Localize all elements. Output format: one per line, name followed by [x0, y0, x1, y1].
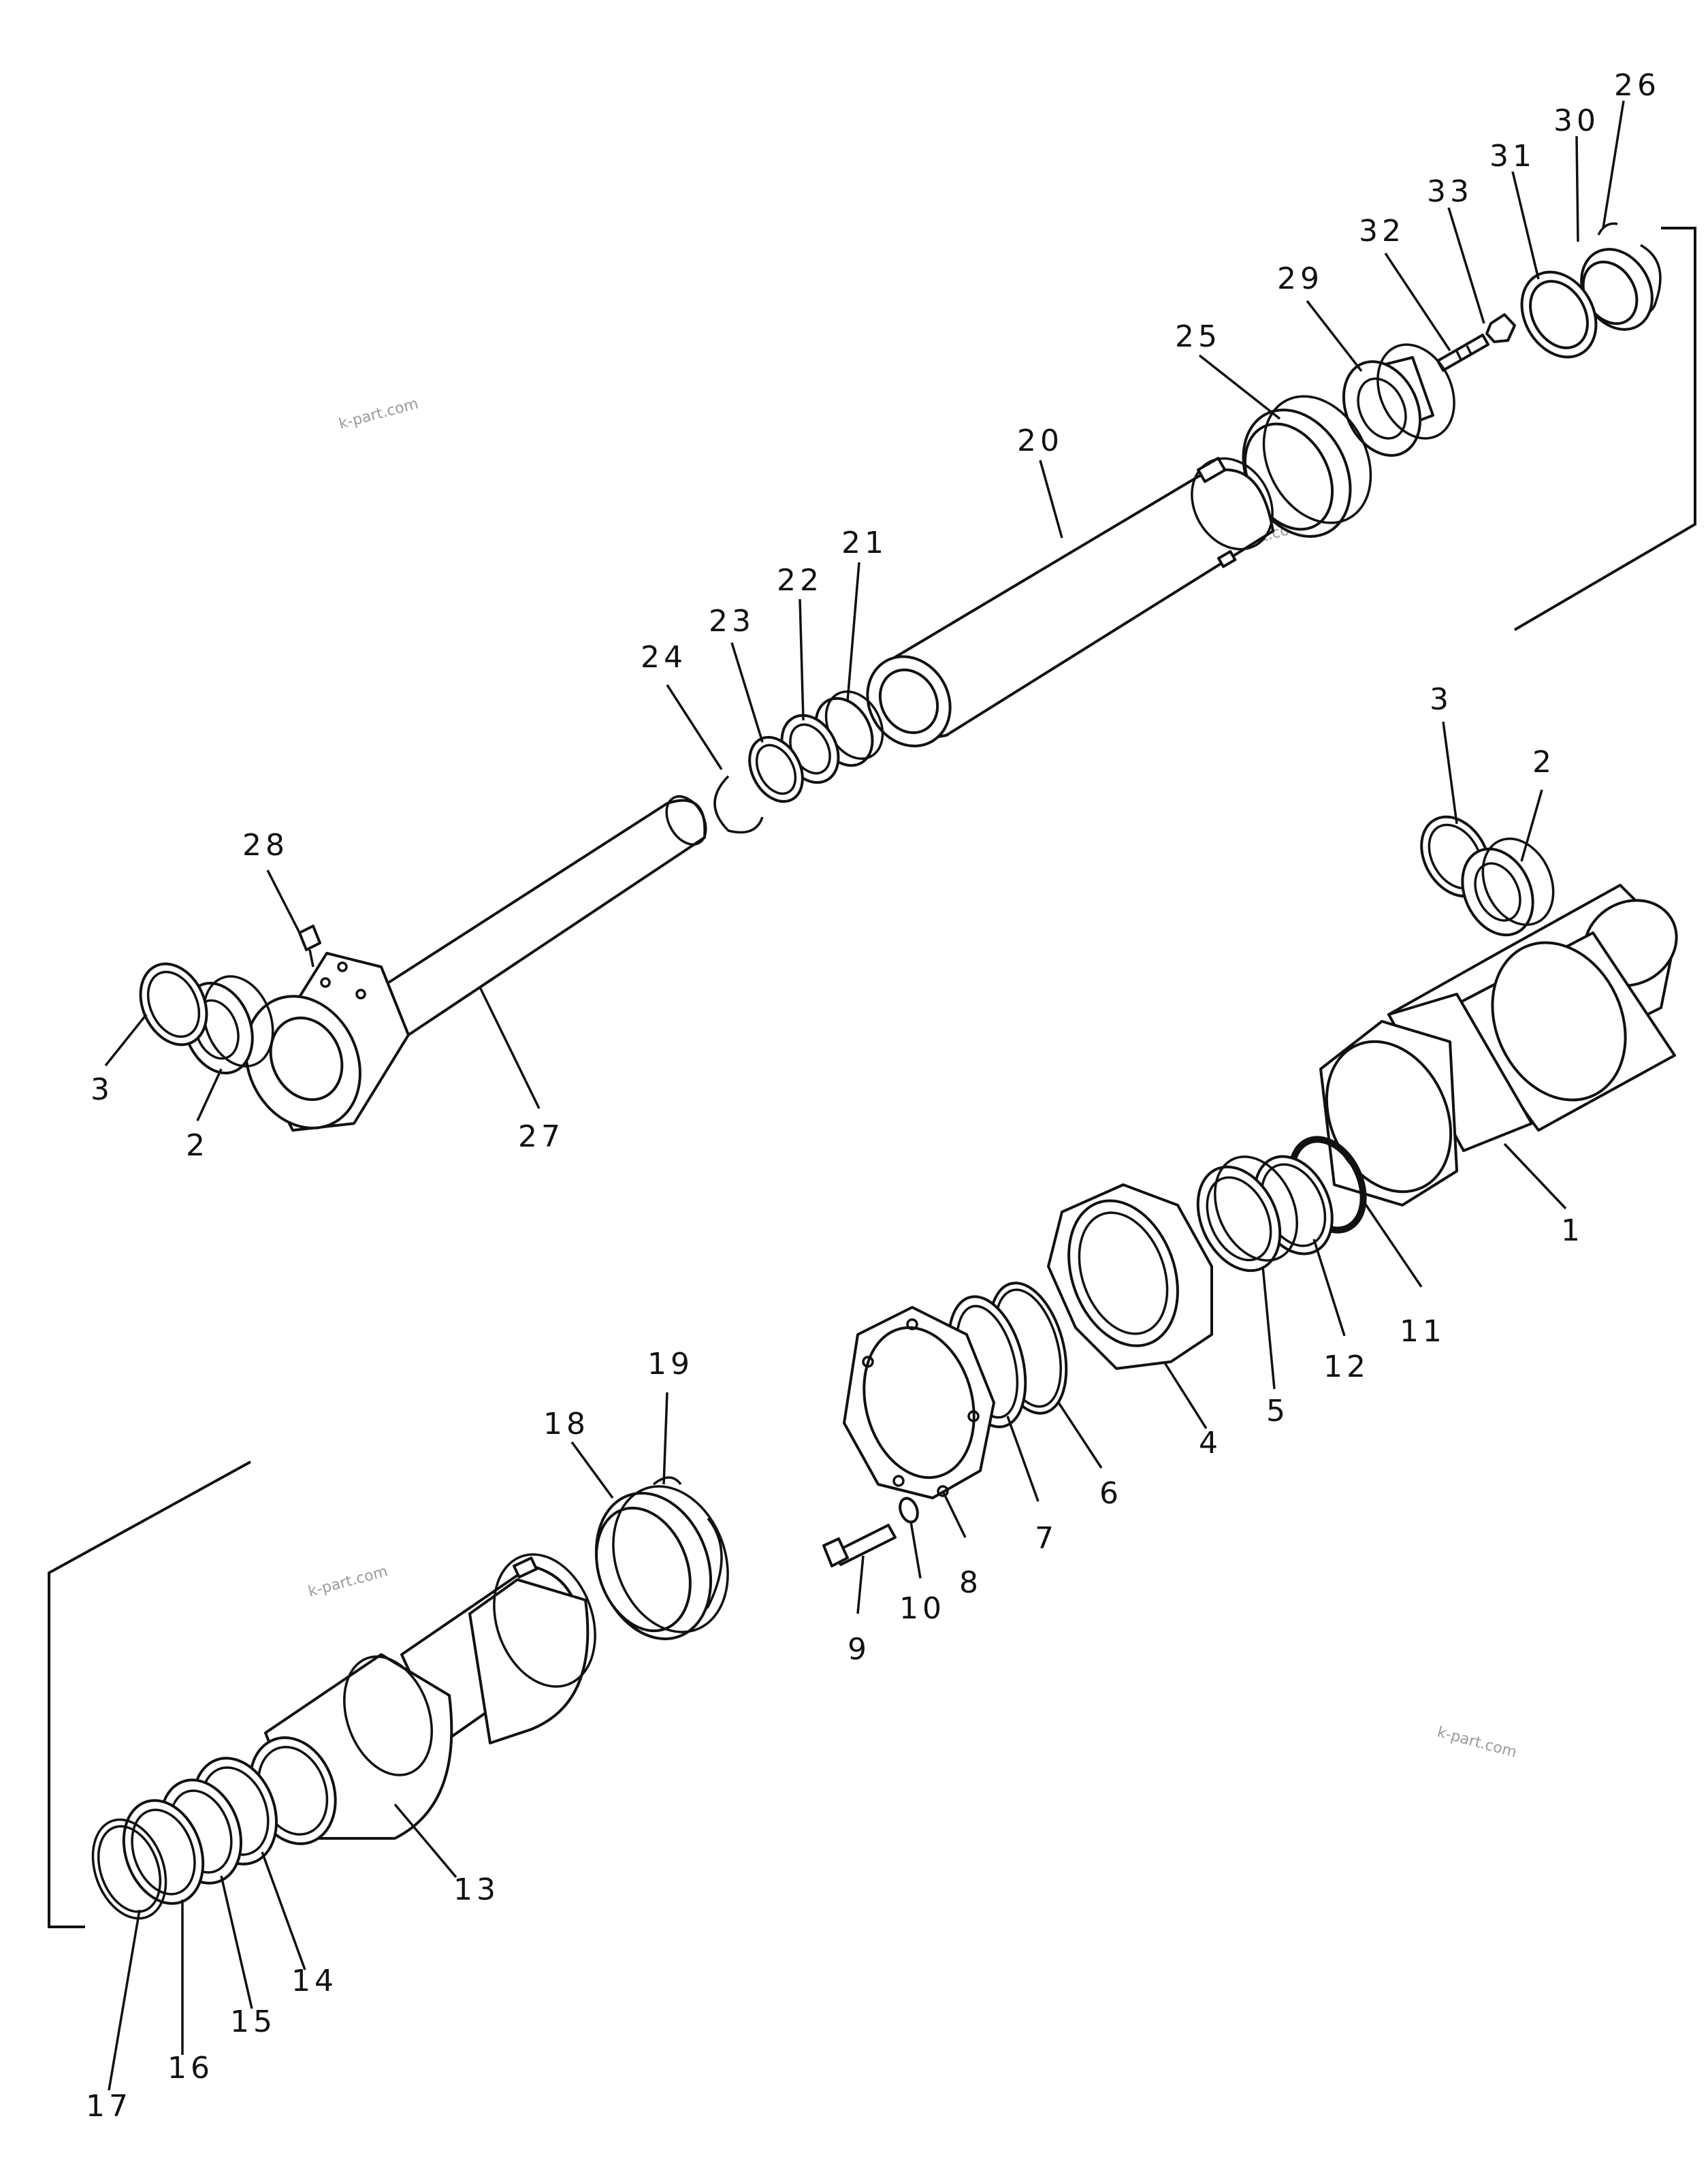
part-10-washer: [899, 1497, 919, 1524]
part-29-piston: [1342, 343, 1455, 457]
callout-17: 17: [86, 2089, 132, 2124]
part-9-bolt: [822, 1524, 897, 1567]
callout-11: 11: [1400, 1314, 1446, 1349]
callout-7: 7: [1035, 1521, 1058, 1556]
part-33-nut: [1485, 313, 1516, 343]
callout-6: 6: [1099, 1476, 1123, 1511]
part-1-cylinder-body: [1319, 884, 1678, 1207]
callout-8: 8: [959, 1565, 982, 1600]
callout-12: 12: [1323, 1349, 1370, 1384]
callout-3-right: 3: [1430, 682, 1453, 717]
callout-29: 29: [1277, 261, 1323, 296]
callout-15: 15: [230, 2005, 276, 2039]
part-18-wear-ring: [594, 1485, 729, 1640]
assembly-bracket-bottom: [48, 1460, 251, 1928]
callout-33: 33: [1427, 174, 1473, 209]
callout-24: 24: [641, 640, 687, 675]
part-31-ring: [1520, 270, 1598, 359]
part-16-ring: [122, 1799, 205, 1905]
part-28-grease-fitting: [298, 925, 321, 968]
part-20-cylinder-tube: [866, 457, 1274, 748]
callout-26: 26: [1614, 68, 1660, 103]
part-27-piston-rod: [244, 795, 707, 1132]
callout-32: 32: [1359, 214, 1405, 249]
callout-22: 22: [777, 563, 823, 598]
part-17-snap-ring: [91, 1818, 167, 1920]
callout-14: 14: [291, 1964, 338, 1998]
part-2-bushing-right: [1461, 837, 1555, 937]
callout-25: 25: [1175, 319, 1221, 354]
part-13-cylinder-tube: [248, 1553, 596, 1845]
callout-2-right: 2: [1532, 745, 1556, 780]
watermark: k-part.com: [306, 1563, 389, 1601]
part-4-cylinder-head: [1047, 1183, 1213, 1370]
callout-21: 21: [841, 526, 888, 560]
callout-31: 31: [1489, 139, 1536, 174]
part-8-gasket-plate: [843, 1306, 995, 1499]
callout-28: 28: [242, 828, 289, 863]
callout-9: 9: [848, 1632, 871, 1667]
callout-16: 16: [167, 2051, 214, 2086]
part-3-seal-left: [139, 962, 208, 1047]
callout-3-left: 3: [91, 1072, 114, 1107]
part-26-clip: [1597, 222, 1618, 236]
leader-lines: [104, 100, 1625, 2091]
part-23-ring: [748, 735, 804, 803]
callout-4: 4: [1199, 1426, 1222, 1460]
part-24-snap-ring: [713, 775, 764, 834]
callout-13: 13: [453, 1872, 500, 1907]
callout-27: 27: [518, 1119, 564, 1154]
part-5-ring: [1196, 1155, 1298, 1273]
callout-20: 20: [1017, 424, 1063, 458]
callout-2-left: 2: [186, 1128, 209, 1163]
callout-10: 10: [899, 1591, 946, 1626]
callout-1: 1: [1561, 1213, 1584, 1248]
watermark: k-part.com: [1435, 1724, 1518, 1761]
callout-18: 18: [543, 1407, 590, 1441]
callout-labels: 26 30 31 33 32 29 25 20 21 22 23 24 28 2…: [86, 68, 1660, 2124]
part-32-stud: [1436, 334, 1489, 372]
assembly-bracket-top: [1513, 227, 1696, 631]
part-30-snap-ring: [1580, 244, 1662, 331]
callout-19: 19: [647, 1347, 694, 1382]
callout-23: 23: [709, 604, 755, 639]
callout-5: 5: [1266, 1394, 1289, 1428]
callout-30: 30: [1553, 103, 1600, 138]
watermark: k-part.com: [337, 396, 420, 433]
